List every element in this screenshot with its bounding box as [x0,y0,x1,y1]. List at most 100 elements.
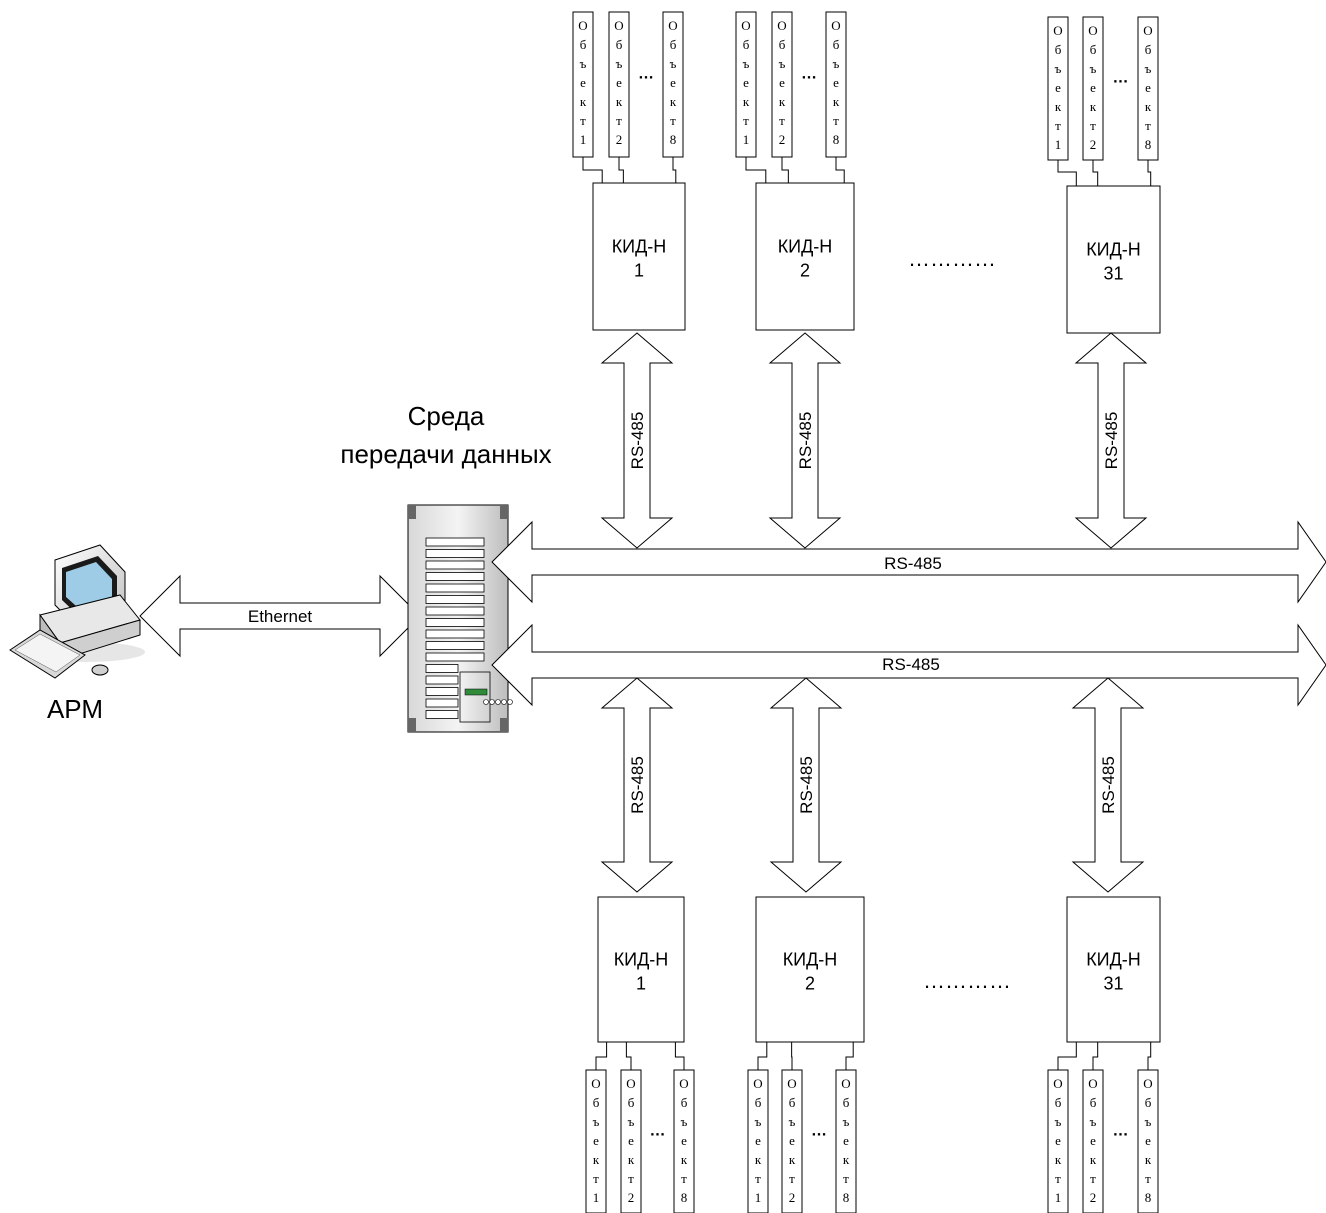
object-letter: б [593,1095,600,1110]
object-letter: О [841,1076,850,1091]
object-letter: ъ [1145,1114,1152,1129]
object-letter: О [1143,1076,1152,1091]
controller-number: 1 [634,261,644,281]
controller-number: 2 [800,261,810,281]
object-letter: О [1143,23,1152,38]
object-letter: к [593,1152,600,1167]
object-wire [596,1042,607,1070]
controller-block: КИД-Н 1 [593,183,685,330]
object-letter: О [741,18,750,33]
branch-link: RS-485 [771,678,841,892]
object-letter: ъ [670,56,677,71]
object-group: Объект1Объект2Объект8… [573,12,683,183]
object-letter: к [1145,99,1152,114]
object-letter: ъ [1090,1114,1097,1129]
object-letter: б [743,37,750,52]
object-letter: к [833,94,840,109]
rack-slot [426,538,484,546]
object-letter: е [580,75,586,90]
object-letter: б [755,1095,762,1110]
object-letter: е [743,75,749,90]
object-letter: ъ [681,1114,688,1129]
object-letter: е [1145,80,1151,95]
object-letter: О [753,1076,762,1091]
object-wire [1093,1042,1098,1070]
computer-icon [10,545,145,678]
controller-name: КИД-Н [778,237,833,257]
object-letter: е [670,75,676,90]
object-letter: к [843,1152,850,1167]
rack-slot [426,584,484,592]
object-letter: ъ [779,56,786,71]
rack-slot [426,665,458,673]
object-letter: е [593,1133,599,1148]
object-box: Объект2 [609,12,629,183]
object-letter: т [616,113,622,128]
object-number: 2 [628,1190,635,1205]
object-letter: О [1088,1076,1097,1091]
controller-number: 1 [636,974,646,994]
object-letter: О [578,18,587,33]
object-ellipsis: … [638,66,654,83]
object-number: 1 [1055,137,1062,152]
object-wire [846,1042,853,1070]
object-letter: О [679,1076,688,1091]
object-letter: ъ [628,1114,635,1129]
object-letter: е [779,75,785,90]
object-letter: т [755,1171,761,1186]
object-letter: т [681,1171,687,1186]
server-label-line1: Среда [408,401,485,431]
rack-slot [426,596,484,604]
rack-slot [426,676,458,684]
object-letter: т [593,1171,599,1186]
object-letter: е [616,75,622,90]
object-letter: б [1090,42,1097,57]
object-letter: ъ [1090,61,1097,76]
rack-slot [426,573,484,581]
object-letter: О [787,1076,796,1091]
object-wire [1093,160,1098,186]
object-wire [1058,1042,1076,1070]
object-letter: к [1055,99,1062,114]
object-letter: О [1053,1076,1062,1091]
object-letter: т [743,113,749,128]
object-letter: т [779,113,785,128]
controller-box [1067,897,1160,1042]
object-letter: к [1145,1152,1152,1167]
object-number: 2 [1090,137,1097,152]
object-letter: е [628,1133,634,1148]
rack-slot [426,699,458,707]
object-letter: б [1145,1095,1152,1110]
object-box: Объект2 [772,12,792,183]
object-letter: е [789,1133,795,1148]
controller-name: КИД-Н [612,237,667,257]
object-number: 2 [616,132,623,147]
object-letter: т [628,1171,634,1186]
object-letter: е [681,1133,687,1148]
workstation-label: АРМ [47,694,103,724]
controller-block: КИД-Н 2 [756,183,854,330]
object-number: 8 [843,1190,850,1205]
object-number: 8 [681,1190,688,1205]
controller-name: КИД-Н [1086,240,1141,260]
object-wire [673,157,676,183]
object-letter: к [580,94,587,109]
bus-label-top: RS-485 [884,554,942,573]
object-letter: б [843,1095,850,1110]
object-number: 2 [779,132,786,147]
branch-label: RS-485 [628,756,647,814]
branch-label: RS-485 [1099,756,1118,814]
controller-block: КИД-Н2 [756,897,864,1042]
object-letter: О [1088,23,1097,38]
bus-label-bottom: RS-485 [882,655,940,674]
object-letter: т [670,113,676,128]
object-letter: О [591,1076,600,1091]
object-wire [583,157,602,183]
rack-slot [426,630,484,638]
object-letter: е [1090,1133,1096,1148]
object-letter: е [1145,1133,1151,1148]
